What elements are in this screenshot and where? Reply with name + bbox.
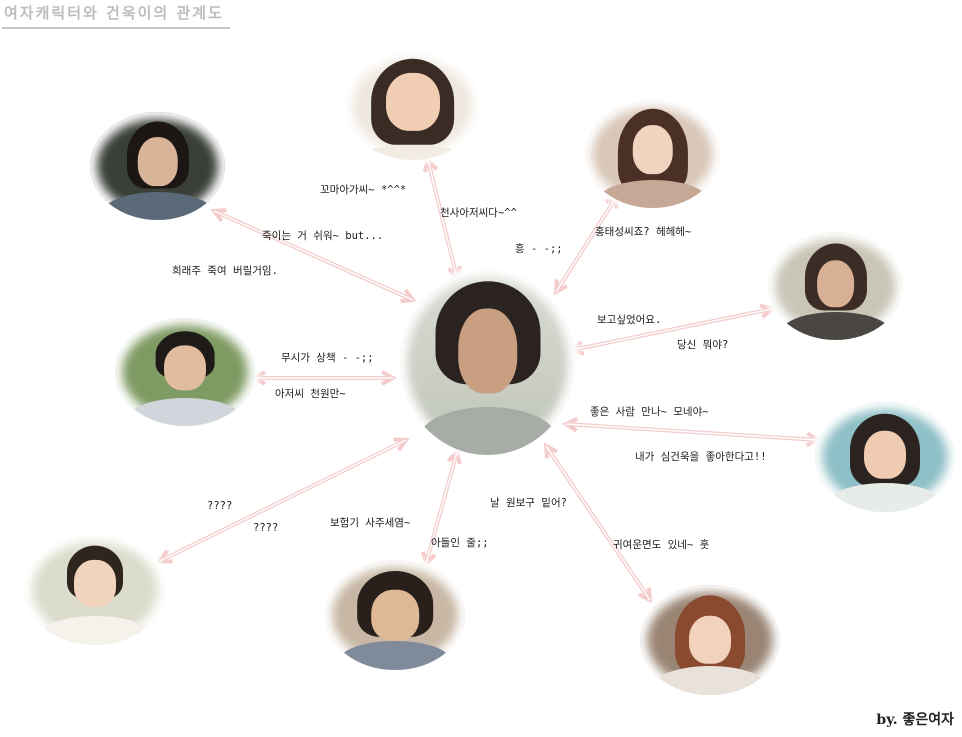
label-lower-right-from: 귀여운면도 있네~ 훗 <box>613 539 710 551</box>
photo-center-geonwook <box>400 270 575 455</box>
label-top-girl-from: 천사아저씨다~^^ <box>440 207 517 219</box>
label-right-top-to: 보고싶었어요. <box>597 314 662 326</box>
label-top-girl-to: 꼬마아가씨~ *^^* <box>320 184 407 196</box>
photo-bottom-older-woman <box>325 560 465 670</box>
label-right-mid-to: 좋은 사람 만나~ 모네야~ <box>590 406 709 418</box>
arrow-upper-left <box>210 208 417 303</box>
author-credit: by. 좋은여자 <box>876 712 954 728</box>
arrow-left <box>249 370 398 386</box>
arrow-upper-right <box>553 192 620 296</box>
label-upper-left-from: 희래주 죽여 버릴거임. <box>172 265 278 277</box>
label-lower-left-from: ???? <box>253 522 279 534</box>
photo-top-girl <box>345 52 480 160</box>
photo-left-boy <box>115 318 255 426</box>
photo-upper-left-woman <box>90 112 225 220</box>
photo-lower-left-woman <box>25 535 165 645</box>
arrow-right-mid <box>561 416 823 448</box>
label-bottom-to: 보험기 사주세염~ <box>330 517 411 529</box>
photo-upper-right-woman <box>585 100 720 208</box>
arrow-lower-right <box>543 442 653 604</box>
photo-right-mid-woman <box>815 402 955 512</box>
label-upper-right-to: 흥 - -;; <box>515 243 563 255</box>
label-left-to: 무시가 상책 - -;; <box>281 352 374 364</box>
arrow-lower-left <box>156 437 410 564</box>
label-left-from: 아저씨 천원만~ <box>275 388 346 400</box>
diagram-title: 여자캐릭터와 건욱이의 관계도 <box>2 2 230 29</box>
label-right-mid-from: 내가 심건욱을 좋아한다고!! <box>635 451 767 463</box>
label-upper-left-to: 죽이는 거 쉬워~ but... <box>262 230 384 242</box>
label-lower-right-to: 날 원보구 밑어? <box>490 497 567 509</box>
photo-right-top-woman <box>768 232 903 340</box>
label-upper-right-from: 홍태성씨죠? 헤헤헤~ <box>595 226 692 238</box>
photo-lower-right-woman <box>640 585 780 695</box>
label-bottom-from: 아들인 줄;; <box>431 537 489 549</box>
label-right-top-from: 당신 뭐야? <box>677 339 729 351</box>
label-lower-left-to: ???? <box>207 500 233 512</box>
